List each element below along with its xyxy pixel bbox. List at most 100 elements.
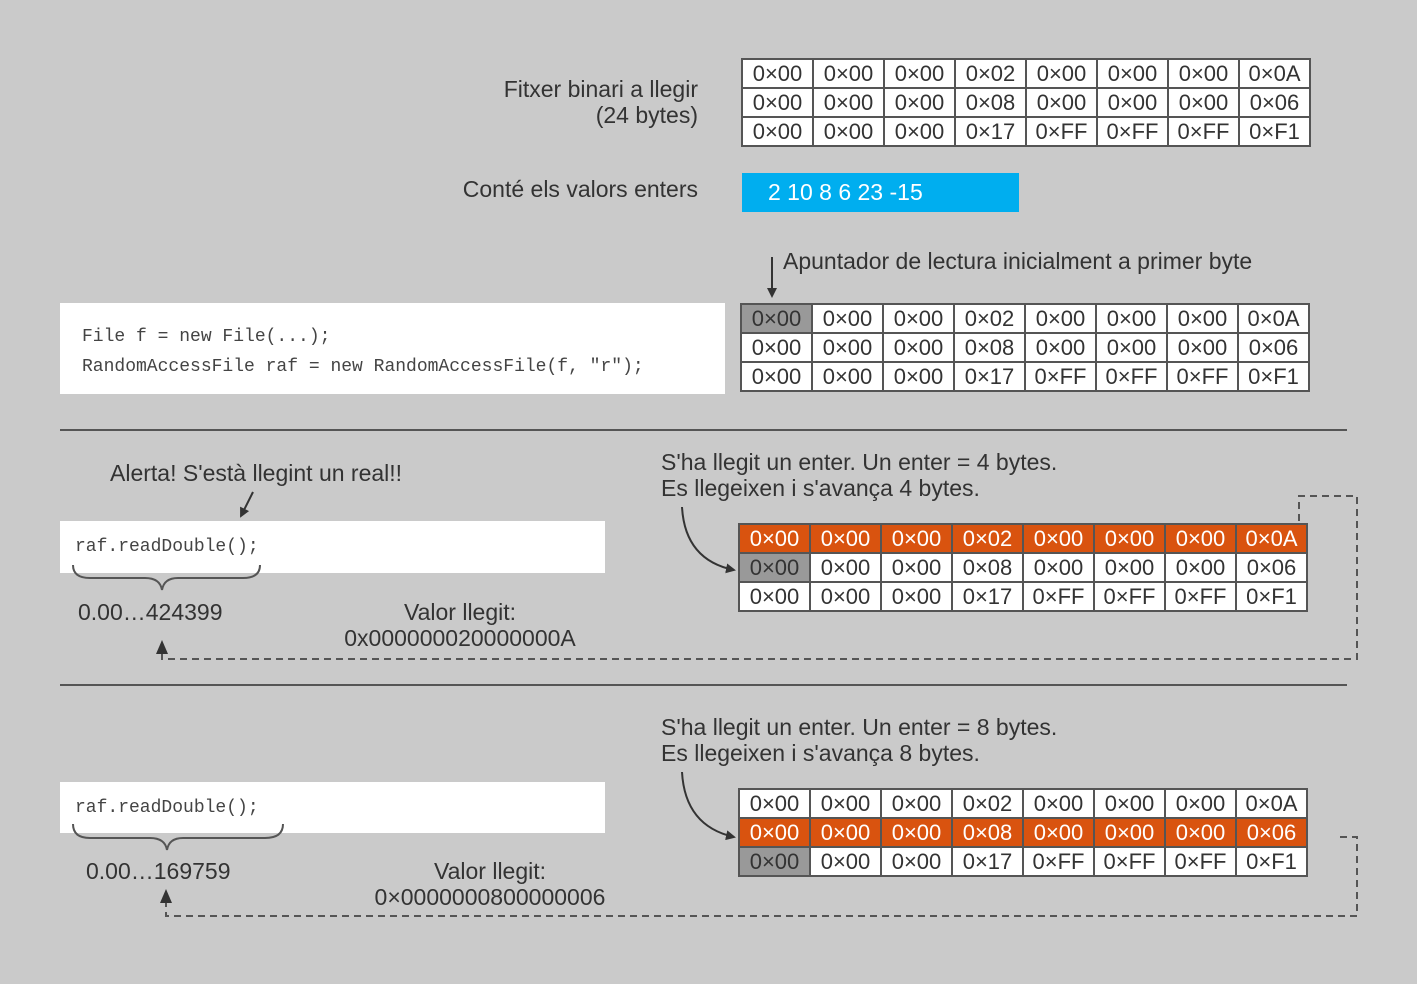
byte-cell: 0×00 [1167,58,1240,89]
byte-cell: 0×00 [809,581,882,612]
pointer-byte-cell: 0×00 [740,303,813,334]
byte-cell: 0×17 [951,581,1024,612]
file-label: Fitxer binari a llegir (24 bytes) [380,76,698,128]
byte-cell: 0×00 [741,116,814,147]
byte-cell: 0×00 [1166,332,1239,363]
byte-cell: 0×06 [1235,552,1308,583]
byte-cell: 0×06 [1235,817,1308,848]
step1-note-line2: Es llegeixen i s'avança 4 bytes. [661,475,980,501]
byte-cell: 0×FF [1167,116,1240,147]
byte-cell: 0×00 [1164,788,1237,819]
byte-cell: 0×00 [1022,523,1095,554]
byte-cell: 0×00 [811,303,884,334]
values-box: 2 10 8 6 23 -15 [742,173,1019,212]
file-label-line1: Fitxer binari a llegir [503,76,698,102]
byte-cell: 0×00 [880,552,953,583]
byte-cell: 0×00 [809,523,882,554]
byte-cell: 0×00 [1096,87,1169,118]
step1-dashed-connector [161,495,1358,660]
byte-cell: 0×00 [1164,552,1237,583]
byte-cell: 0×00 [1095,303,1168,334]
code-open-block: File f = new File(...); RandomAccessFile… [60,303,725,394]
step1-code-block: raf.readDouble(); [60,521,605,573]
step2-note-line2: Es llegeixen i s'avança 8 bytes. [661,740,980,766]
byte-cell: 0×17 [953,361,1026,392]
byte-cell: 0×00 [883,58,956,89]
byte-cell: 0×0A [1235,788,1308,819]
byte-cell: 0×00 [1093,788,1166,819]
byte-cell: 0×06 [1238,87,1311,118]
step1-code: raf.readDouble(); [75,537,259,557]
byte-cell: 0×FF [1166,361,1239,392]
byte-cell: 0×08 [951,817,1024,848]
step2-curve-arrow [681,771,736,841]
byte-cell: 0×00 [880,581,953,612]
byte-cell: 0×00 [1167,87,1240,118]
byte-cell: 0×00 [811,361,884,392]
byte-cell: 0×00 [1093,523,1166,554]
step2-dashed-connector [165,836,1358,917]
byte-cell: 0×00 [1093,552,1166,583]
byte-cell: 0×FF [1022,581,1095,612]
byte-cell: 0×00 [738,788,811,819]
byte-cell: 0×00 [880,523,953,554]
byte-cell: 0×00 [1164,523,1237,554]
byte-cell: 0×00 [880,846,953,877]
byte-cell: 0×08 [951,552,1024,583]
step2-up-arrow [160,889,172,903]
byte-cell: 0×00 [812,116,885,147]
step2-value-hex: 0×0000000800000006 [374,884,606,910]
code-open-line2: RandomAccessFile raf = new RandomAccessF… [82,357,644,377]
step1-value-hex: 0x000000020000000A [344,625,576,651]
byte-cell: 0×FF [1095,361,1168,392]
byte-cell: 0×00 [1022,788,1095,819]
file-label-line2: (24 bytes) [595,102,698,128]
byte-cell: 0×FF [1093,581,1166,612]
byte-cell: 0×02 [953,303,1026,334]
byte-cell: 0×02 [951,523,1024,554]
byte-cell: 0×00 [738,817,811,848]
byte-cell: 0×08 [954,87,1027,118]
byte-cell: 0×00 [880,817,953,848]
byte-cell: 0×00 [738,523,811,554]
byte-cell: 0×00 [882,332,955,363]
byte-cell: 0×00 [812,58,885,89]
byte-cell: 0×00 [740,332,813,363]
byte-cell: 0×00 [809,788,882,819]
byte-cell: 0×F1 [1238,116,1311,147]
byte-cell: 0×0A [1237,303,1310,334]
step1-value-label: Valor llegit: [403,599,517,625]
step2-note: S'ha llegit un enter. Un enter = 8 bytes… [661,714,1057,766]
byte-cell: 0×F1 [1235,846,1308,877]
byte-cell: 0×F1 [1235,581,1308,612]
byte-cell: 0×FF [1096,116,1169,147]
byte-cell: 0×00 [738,581,811,612]
byte-cell: 0×00 [1025,58,1098,89]
byte-cell: 0×00 [1024,332,1097,363]
step1-curve-arrow [681,506,736,574]
step1-alert: Alerta! S'està llegint un real!! [110,460,403,486]
byte-cell: 0×FF [1164,581,1237,612]
byte-cell: 0×FF [1025,116,1098,147]
byte-cell: 0×17 [951,846,1024,877]
pointer-byte-cell: 0×00 [738,552,811,583]
byte-cell: 0×00 [883,116,956,147]
divider-1 [60,429,1347,431]
byte-cell: 0×00 [741,58,814,89]
byte-cell: 0×0A [1235,523,1308,554]
step2-code-block: raf.readDouble(); [60,782,605,833]
byte-cell: 0×00 [741,87,814,118]
byte-cell: 0×F1 [1237,361,1310,392]
byte-cell: 0×00 [809,846,882,877]
